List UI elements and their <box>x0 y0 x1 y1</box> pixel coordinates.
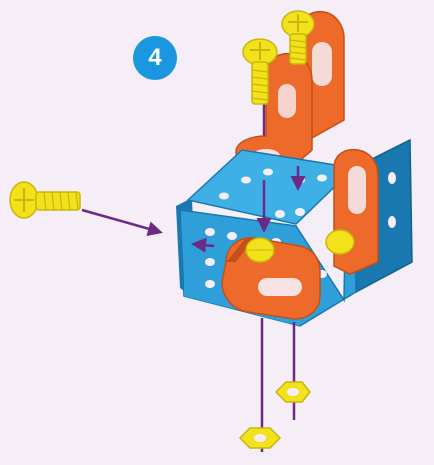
orange-l-bracket-right <box>326 150 378 274</box>
yellow-screw-side <box>10 182 80 218</box>
step-number-badge: 4 <box>133 36 177 80</box>
orange-l-bracket-front <box>222 238 320 319</box>
yellow-hex-nut-lower <box>240 428 280 448</box>
arrow-screw-side <box>82 210 160 232</box>
yellow-hex-nut-upper <box>276 382 310 402</box>
